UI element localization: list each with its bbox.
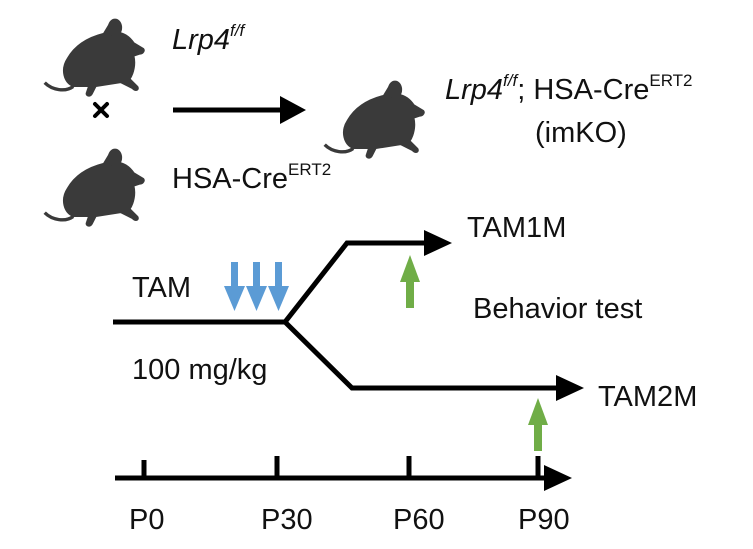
treatment-label: TAM bbox=[132, 272, 192, 304]
dose-label: 100 mg/kg bbox=[132, 354, 268, 386]
tick-label: P0 bbox=[129, 504, 165, 536]
cross-icon bbox=[93, 102, 109, 118]
parent2-label: HSA-CreERT2 bbox=[172, 160, 332, 196]
tam1m-arrowhead bbox=[424, 230, 452, 256]
parent2-name: HSA-Cre bbox=[172, 163, 289, 195]
tick-label: P90 bbox=[518, 504, 570, 536]
tick-label: P60 bbox=[393, 504, 445, 536]
offspring-genotype: f/f bbox=[503, 71, 518, 90]
injection-arrow-icon bbox=[224, 262, 289, 311]
parent1-gene: Lrp4 bbox=[172, 24, 231, 56]
treatment-branch-lines bbox=[113, 240, 560, 391]
branch-label-tam1m: TAM1M bbox=[467, 212, 567, 244]
branch-label-tam2m: TAM2M bbox=[598, 381, 698, 413]
mouse-icon bbox=[43, 147, 146, 228]
tam2m-arrowhead bbox=[556, 375, 584, 401]
parent1-genotype: f/f bbox=[230, 21, 245, 40]
parent1-label: Lrp4f/f bbox=[172, 21, 245, 57]
breeding-arrow bbox=[173, 96, 306, 124]
offspring-genotype-label: Lrp4f/f; HSA-CreERT2 bbox=[445, 71, 693, 107]
offspring-separator: ; bbox=[517, 74, 526, 106]
offspring-cre-name: HSA-Cre bbox=[533, 74, 650, 106]
offspring-cre-superscript: ERT2 bbox=[649, 71, 693, 90]
behavior-test-label: Behavior test bbox=[473, 293, 643, 325]
parent2-superscript: ERT2 bbox=[288, 160, 332, 179]
behavior-arrow-icon bbox=[400, 255, 548, 451]
offspring-abbreviation: (imKO) bbox=[535, 117, 627, 149]
mouse-icon bbox=[323, 79, 426, 160]
tick-label: P30 bbox=[261, 504, 313, 536]
age-axis bbox=[115, 456, 572, 491]
offspring-gene: Lrp4 bbox=[445, 74, 504, 106]
mouse-icon bbox=[43, 17, 146, 98]
